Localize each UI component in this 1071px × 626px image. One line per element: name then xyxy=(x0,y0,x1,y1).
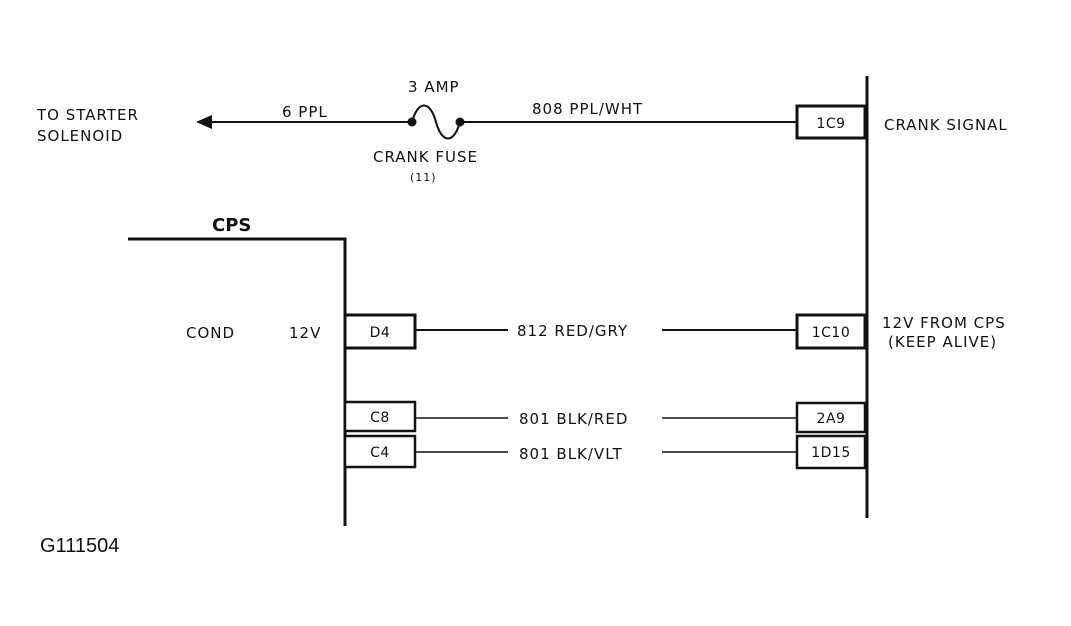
connector-1c9 xyxy=(795,104,867,140)
label-fuse-number: (11) xyxy=(410,171,437,184)
label-wire-6ppl: 6 PPL xyxy=(282,103,328,121)
connector-c8-label: C8 xyxy=(370,410,390,426)
label-cond: COND xyxy=(186,324,235,342)
starter-arrow-icon xyxy=(196,115,212,129)
connector-1c10-label: 1C10 xyxy=(812,325,851,341)
label-fuse-rating: 3 AMP xyxy=(408,78,460,96)
label-wire-808: 808 PPL/WHT xyxy=(532,100,643,118)
figure-id: G111504 xyxy=(40,535,119,557)
label-wire-812: 812 RED/GRY xyxy=(517,322,628,340)
label-cps: CPS xyxy=(212,215,251,236)
label-keep-alive-line2: (KEEP ALIVE) xyxy=(888,333,997,351)
connector-c4-label: C4 xyxy=(370,445,390,461)
label-to-starter: TO STARTER xyxy=(36,106,139,124)
connector-1d15 xyxy=(795,434,867,470)
label-12v: 12V xyxy=(289,324,321,342)
connector-1c9-label: 1C9 xyxy=(816,116,845,132)
crank-fuse-icon xyxy=(411,104,461,140)
connector-c8 xyxy=(343,400,417,433)
connector-2a9 xyxy=(795,401,867,434)
label-keep-alive-line1: 12V FROM CPS xyxy=(882,314,1006,332)
label-wire-801-red: 801 BLK/RED xyxy=(519,410,628,428)
connector-1d15-label: 1D15 xyxy=(811,445,851,461)
connector-1c10 xyxy=(795,313,867,350)
connector-2a9-label: 2A9 xyxy=(817,411,846,427)
label-crank-fuse: CRANK FUSE xyxy=(373,148,478,166)
label-crank-signal: CRANK SIGNAL xyxy=(884,116,1008,134)
connector-d4-label: D4 xyxy=(370,325,391,341)
cps-outline xyxy=(128,237,347,526)
label-solenoid: SOLENOID xyxy=(37,127,123,145)
label-wire-801-vlt: 801 BLK/VLT xyxy=(519,445,623,463)
connector-d4 xyxy=(343,313,417,350)
